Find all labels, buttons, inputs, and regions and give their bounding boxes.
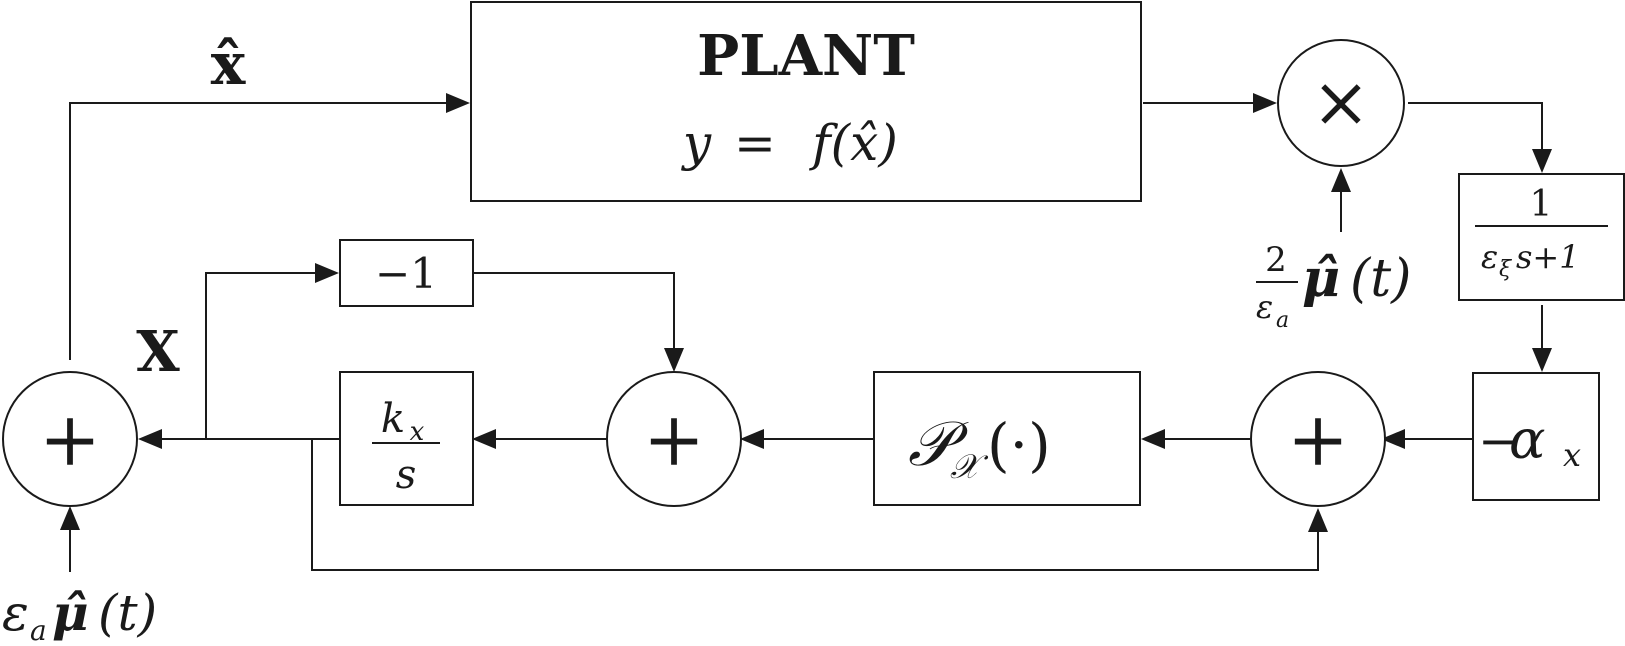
arrowhead-sum3-bottom xyxy=(1308,508,1328,532)
gain-alpha: α xyxy=(1509,408,1545,471)
integrator-numerator: k x xyxy=(381,396,425,447)
demod-den-sub: a xyxy=(1276,308,1289,333)
integ-num-k: k xyxy=(381,396,405,442)
gain-minus: − xyxy=(1478,412,1520,470)
arrowhead-plant-in xyxy=(446,93,470,113)
multiplier-symbol: × xyxy=(1312,61,1371,143)
summer-right-symbol: + xyxy=(1287,397,1349,483)
gain-alpha-label: − α x xyxy=(1478,408,1581,474)
lowpass-numerator: 1 xyxy=(1530,184,1553,225)
projection-arg: (·) xyxy=(987,411,1051,479)
wire-xhat xyxy=(69,102,446,360)
signal-xhat-label: x̂ xyxy=(211,30,246,98)
dither-input-label: ε a μ̂ (t) xyxy=(2,583,157,646)
arrowhead-proj-in xyxy=(1141,429,1165,449)
demod-num: 2 xyxy=(1265,240,1287,280)
dither-t: (t) xyxy=(98,584,157,642)
arrowhead-integ-in xyxy=(472,429,496,449)
gain-sub: x xyxy=(1563,436,1581,474)
arrowhead-neg1-in xyxy=(315,263,339,283)
projection-block xyxy=(873,371,1141,506)
summer-middle-symbol: + xyxy=(643,397,705,483)
lowpass-den-eps: ε xyxy=(1481,238,1498,276)
summer-left-symbol: + xyxy=(39,397,101,483)
dither-sub: a xyxy=(30,614,47,646)
arrowhead-sum2-top xyxy=(664,348,684,372)
arrowhead-sum2-in xyxy=(740,429,764,449)
wire-mult-out xyxy=(1408,102,1543,150)
lowpass-denominator: ε ξ s+1 xyxy=(1481,238,1580,282)
lowpass-block xyxy=(1458,173,1625,301)
signal-x-label: X xyxy=(136,319,180,385)
lowpass-den-sub: ξ xyxy=(1499,257,1513,282)
demod-signal-label: 2 ε a μ̂ (t) xyxy=(1256,240,1411,333)
plant-eq-func: f(x̂) xyxy=(808,114,898,172)
wire-neg1-out xyxy=(473,272,675,350)
arrowhead-mult-bottom xyxy=(1331,168,1351,192)
lowpass-den-rest: s+1 xyxy=(1516,238,1580,276)
arrowhead-sum1-in xyxy=(138,429,162,449)
dither-eps: ε xyxy=(2,584,29,642)
plant-equation: y = f(x̂) xyxy=(681,114,898,172)
wire-bottom-loop xyxy=(311,439,1319,571)
wire-x-branch xyxy=(205,272,315,439)
plant-eq-lhs: y xyxy=(681,114,712,172)
neg-one-label: −1 xyxy=(375,249,437,298)
plant-eq-equals: = xyxy=(734,114,776,172)
summer-middle xyxy=(606,371,742,507)
summer-right xyxy=(1250,371,1386,507)
demod-den-eps: ε xyxy=(1256,288,1273,326)
integ-den: s xyxy=(396,452,417,498)
arrowhead-sum3-in xyxy=(1381,429,1405,449)
projection-label: 𝒫 𝒳 (·) xyxy=(908,407,1051,487)
arrowhead-gain-in xyxy=(1532,348,1552,372)
dither-mu: μ̂ xyxy=(52,583,89,642)
multiplier-node xyxy=(1277,39,1405,167)
arrowhead-lowpass-in xyxy=(1532,149,1552,173)
arrowhead-mult-in xyxy=(1253,93,1277,113)
integ-num-sub: x xyxy=(410,417,425,447)
neg-one-block xyxy=(339,239,474,307)
arrowhead-sum1-bottom xyxy=(60,506,80,530)
plant-title: PLANT xyxy=(697,23,915,89)
gain-alpha-block xyxy=(1472,372,1600,501)
summer-left xyxy=(2,371,138,507)
plant-block xyxy=(470,1,1142,202)
demod-t: (t) xyxy=(1350,249,1411,309)
integrator-block xyxy=(339,371,474,506)
demod-mu: μ̂ xyxy=(1302,248,1340,309)
